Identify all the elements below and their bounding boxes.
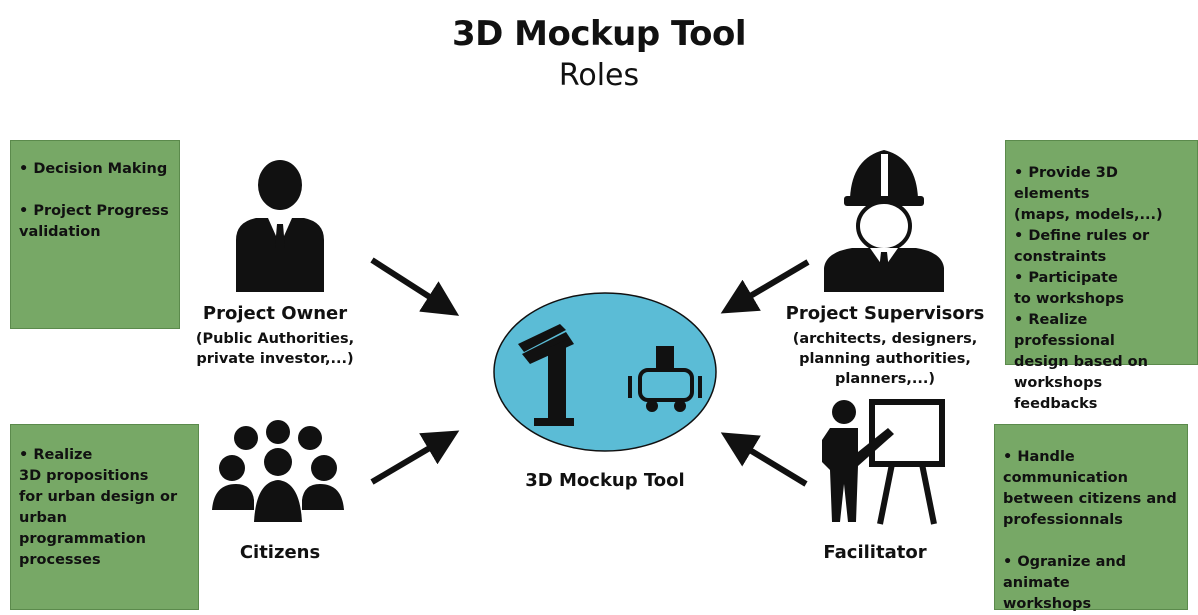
presenter-board-icon <box>822 399 945 525</box>
owner-role-label: Project Owner (Public Authorities, priva… <box>180 303 370 369</box>
facilitator-item: • Handle communication between citizens … <box>1003 449 1177 528</box>
people-group-icon <box>212 420 344 522</box>
arrow-owner-to-center <box>370 257 460 316</box>
arrow-citizens-to-center <box>370 430 460 485</box>
facilitator-role-label: Facilitator <box>805 542 945 564</box>
supervisors-role-desc: (architects, designers, planning authori… <box>792 331 978 387</box>
supervisors-responsibilities-box: • Provide 3D elements (maps, models,...)… <box>1005 140 1198 412</box>
facilitator-responsibilities-box: • Handle communication between citizens … <box>994 424 1188 612</box>
supervisors-item: • Realize professional design based on w… <box>1014 312 1148 412</box>
owner-responsibilities-box: • Decision Making • Project Progress val… <box>10 140 180 329</box>
citizens-item: • Realize 3D propositions for urban desi… <box>19 447 178 568</box>
diagram-subtitle: Roles <box>558 58 640 93</box>
facilitator-role-name: Facilitator <box>823 542 927 563</box>
supervisors-item: • Define rules or constraints <box>1014 228 1150 265</box>
businessman-icon <box>236 160 324 292</box>
kiosk-icon <box>518 324 574 426</box>
diagram-title: 3D Mockup Tool <box>451 14 747 54</box>
citizens-role-name: Citizens <box>239 542 321 563</box>
facilitator-item: • Ogranize and animate workshops <box>1003 554 1127 612</box>
supervisors-role-label: Project Supervisors (architects, designe… <box>770 303 1000 389</box>
citizens-role-label: Citizens <box>200 542 360 564</box>
center-label: 3D Mockup Tool <box>525 470 685 491</box>
supervisors-item: • Provide 3D elements (maps, models,...) <box>1014 165 1163 223</box>
owner-role-name: Project Owner <box>202 303 348 324</box>
arrow-supervisors-to-center <box>720 259 810 314</box>
owner-role-desc: (Public Authorities, private investor,..… <box>195 331 355 367</box>
citizens-responsibilities-box: • Realize 3D propositions for urban desi… <box>10 424 199 610</box>
owner-item: • Decision Making <box>19 161 168 177</box>
supervisors-item: • Participate to workshops <box>1014 270 1125 307</box>
vr-headset-icon <box>628 346 702 412</box>
arrow-facilitator-to-center <box>720 432 808 487</box>
owner-item: • Project Progress validation <box>19 203 169 240</box>
supervisors-role-name: Project Supervisors <box>785 303 985 324</box>
engineer-hardhat-icon <box>824 150 944 292</box>
